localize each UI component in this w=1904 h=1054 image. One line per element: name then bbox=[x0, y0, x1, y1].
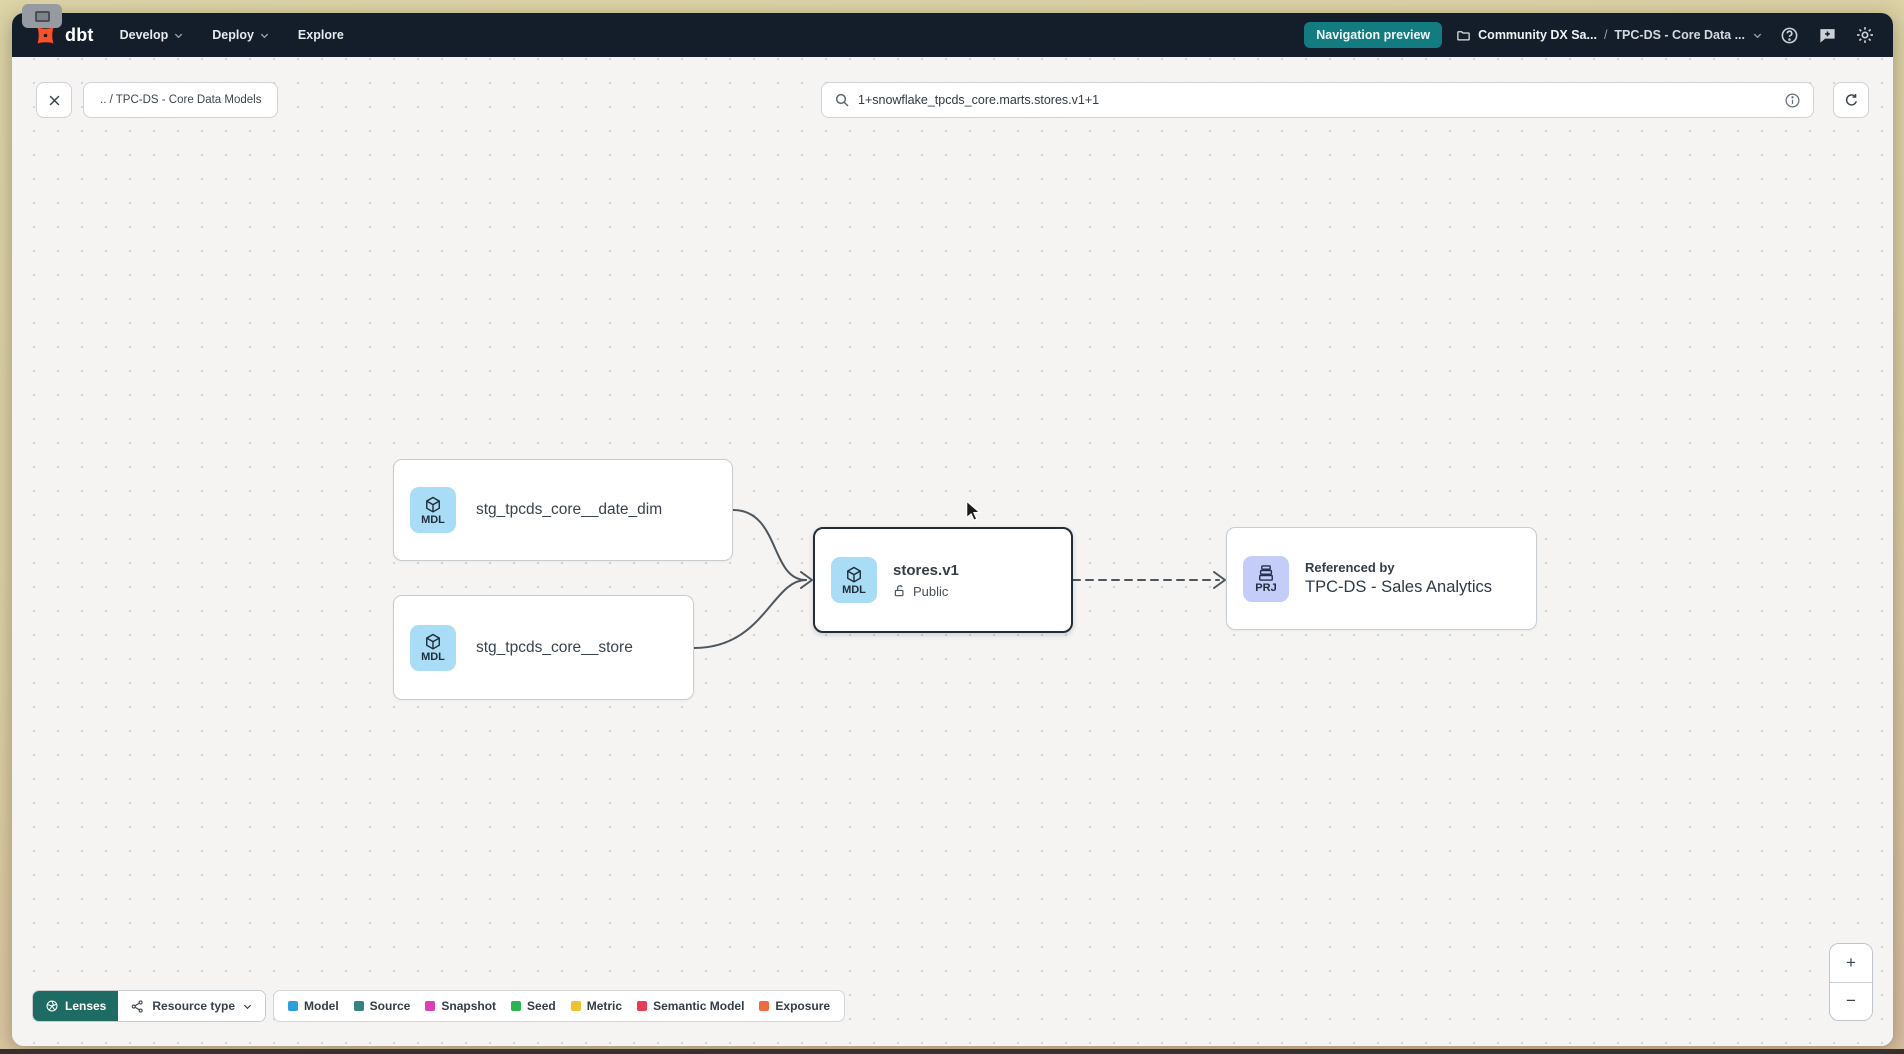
legend-item-snapshot: Snapshot bbox=[425, 999, 496, 1013]
legend-item-metric: Metric bbox=[570, 999, 623, 1013]
zoom-in-button[interactable]: + bbox=[1830, 944, 1872, 983]
legend-item-source: Source bbox=[353, 999, 411, 1013]
referenced-by-label: Referenced by bbox=[1305, 560, 1395, 575]
dbt-logo[interactable]: dbt bbox=[32, 22, 94, 49]
edge-arrowhead bbox=[800, 571, 813, 589]
project-breadcrumb[interactable]: Community DX Sa... / TPC-DS - Core Data … bbox=[1456, 28, 1763, 43]
access-label: Public bbox=[913, 583, 949, 599]
lenses-button[interactable]: Lenses bbox=[33, 991, 119, 1021]
legend-item-model: Model bbox=[288, 999, 339, 1013]
chevron-down-icon bbox=[243, 1004, 252, 1009]
node-stores-v1[interactable]: MDL stores.v1 Public bbox=[813, 527, 1073, 633]
chevron-down-icon bbox=[1753, 33, 1762, 38]
view-controls-group: Lenses Resource type bbox=[32, 990, 267, 1022]
refresh-icon bbox=[1845, 93, 1857, 106]
node-referenced-by-project[interactable]: PRJ Referenced by TPC-DS - Sales Analyti… bbox=[1226, 527, 1537, 630]
lock-open-icon bbox=[894, 585, 904, 597]
project-badge: PRJ bbox=[1243, 555, 1289, 602]
legend-swatch bbox=[288, 1001, 298, 1011]
nav-item-explore[interactable]: Explore bbox=[298, 28, 344, 42]
display-icon bbox=[34, 10, 50, 22]
breadcrumb-separator: / bbox=[1603, 28, 1608, 42]
close-icon bbox=[49, 95, 59, 105]
settings-gear-icon[interactable] bbox=[1853, 23, 1877, 47]
dbt-logo-text: dbt bbox=[65, 24, 94, 45]
dbt-logo-icon bbox=[37, 27, 54, 43]
legend-swatch bbox=[353, 1001, 364, 1011]
breadcrumb-project: Community DX Sa... bbox=[1478, 28, 1597, 42]
edge-arrowhead bbox=[1213, 571, 1226, 589]
legend-swatch bbox=[759, 1001, 770, 1011]
node-label: stg_tpcds_core__date_dim bbox=[476, 501, 663, 518]
info-icon[interactable] bbox=[1784, 92, 1801, 109]
nav-item-label: Deploy bbox=[212, 28, 254, 42]
edge-store-to-stores bbox=[693, 579, 807, 649]
search-icon bbox=[835, 93, 849, 107]
legend-swatch bbox=[570, 1001, 581, 1011]
help-icon[interactable] bbox=[1777, 23, 1801, 47]
legend-label: Source bbox=[369, 999, 411, 1013]
screen-bottom-edge bbox=[0, 1049, 1904, 1054]
folder-icon bbox=[1457, 30, 1470, 40]
lenses-label: Lenses bbox=[65, 999, 107, 1013]
lineage-breadcrumb-chip[interactable]: .. / TPC-DS - Core Data Models bbox=[83, 82, 279, 118]
model-badge: MDL bbox=[831, 557, 877, 603]
legend-swatch bbox=[637, 1001, 648, 1011]
badge-label: MDL bbox=[421, 513, 445, 526]
search-input[interactable] bbox=[858, 93, 1776, 107]
legend-item-exposure: Exposure bbox=[759, 999, 830, 1013]
resource-type-label: Resource type bbox=[152, 999, 236, 1013]
node-label: stg_tpcds_core__store bbox=[476, 638, 633, 656]
legend-label: Model bbox=[304, 999, 339, 1013]
screen-capture-overlay bbox=[22, 4, 62, 28]
node-stg-tpcds-core-store[interactable]: MDL stg_tpcds_core__store bbox=[393, 595, 694, 700]
close-button[interactable] bbox=[36, 82, 72, 118]
legend-swatch bbox=[511, 1001, 522, 1011]
legend-label: Exposure bbox=[775, 999, 831, 1013]
node-label: stores.v1 bbox=[893, 561, 959, 579]
badge-label: MDL bbox=[842, 583, 866, 596]
legend-label: Semantic Model bbox=[653, 999, 745, 1013]
legend-label: Seed bbox=[527, 999, 556, 1013]
graph-nodes-icon bbox=[132, 999, 144, 1013]
refresh-button[interactable] bbox=[1833, 82, 1869, 118]
lineage-canvas[interactable]: .. / TPC-DS - Core Data Models bbox=[12, 57, 1893, 1046]
referencing-project-name: TPC-DS - Sales Analytics bbox=[1305, 578, 1493, 596]
node-stg-tpcds-core-date-dim[interactable]: MDL stg_tpcds_core__date_dim bbox=[393, 459, 733, 561]
resource-type-legend: Model Source Snapshot Seed Metric Semant… bbox=[273, 990, 846, 1022]
app-window: dbt Develop Deploy Explore Navigation pr… bbox=[12, 13, 1893, 1046]
cube-icon bbox=[426, 633, 440, 650]
legend-label: Snapshot bbox=[441, 999, 497, 1013]
lens-aperture-icon bbox=[46, 1000, 58, 1012]
model-badge: MDL bbox=[410, 624, 456, 671]
cube-icon bbox=[426, 496, 440, 513]
nav-item-deploy[interactable]: Deploy bbox=[212, 28, 270, 42]
cube-icon bbox=[847, 566, 861, 583]
chevron-down-icon bbox=[175, 33, 183, 38]
nav-item-develop[interactable]: Develop bbox=[120, 28, 185, 42]
canvas-zoom-controls: + − bbox=[1829, 943, 1873, 1021]
top-navbar: dbt Develop Deploy Explore Navigation pr… bbox=[12, 13, 1893, 57]
legend-item-semantic-model: Semantic Model bbox=[637, 999, 744, 1013]
nav-item-label: Develop bbox=[119, 28, 169, 42]
nav-item-label: Explore bbox=[297, 28, 344, 42]
legend-label: Metric bbox=[586, 999, 623, 1013]
resource-type-dropdown[interactable]: Resource type bbox=[118, 991, 266, 1021]
zoom-out-button[interactable]: − bbox=[1830, 982, 1872, 1020]
lineage-search-bar bbox=[821, 82, 1814, 118]
badge-label: MDL bbox=[421, 651, 445, 663]
legend-swatch bbox=[425, 1001, 436, 1011]
chevron-down-icon bbox=[260, 33, 269, 38]
archive-stack-icon bbox=[1259, 565, 1273, 581]
badge-label: PRJ bbox=[1255, 582, 1277, 594]
breadcrumb-environment: TPC-DS - Core Data ... bbox=[1614, 28, 1745, 42]
mouse-cursor bbox=[966, 500, 982, 522]
edge-date-dim-to-stores bbox=[732, 509, 807, 581]
feedback-icon[interactable] bbox=[1815, 23, 1839, 47]
legend-item-seed: Seed bbox=[511, 999, 556, 1013]
navigation-preview-button[interactable]: Navigation preview bbox=[1304, 22, 1443, 48]
model-badge: MDL bbox=[410, 487, 456, 533]
